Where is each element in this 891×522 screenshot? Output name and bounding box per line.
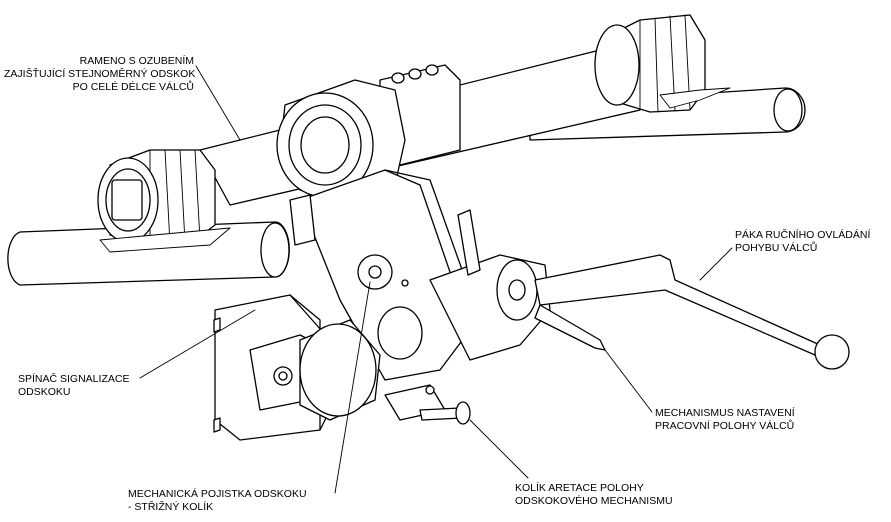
- label-paka-line2: POHYBU VÁLCŮ: [735, 242, 818, 254]
- label-pojistka-line2: - STŘIŽNÝ KOLÍK: [128, 501, 214, 513]
- label-paka-line1: PÁKA RUČNÍHO OVLÁDÁNÍ: [735, 229, 871, 241]
- label-pojistka-line1: MECHANICKÁ POJISTKA ODSKOKU: [128, 488, 307, 500]
- label-spinac-line2: ODSKOKU: [18, 386, 71, 398]
- adjust-rod: [534, 304, 606, 351]
- leader-lines: [139, 65, 733, 494]
- manual-lever: [534, 254, 850, 370]
- label-paka: PÁKA RUČNÍHO OVLÁDÁNÍ POHYBU VÁLCŮ: [735, 229, 870, 255]
- right-gear: [594, 14, 731, 113]
- label-rameno-line2: ZAJIŠŤUJÍCÍ STEJNOMĚRNÝ ODSKOK: [4, 68, 196, 80]
- lower-disc: [299, 319, 381, 421]
- label-kolik: KOLÍK ARETACE POLOHY ODSKOKOVÉHO MECHANI…: [515, 482, 673, 508]
- bearing-housing: [276, 79, 406, 201]
- left-gear: [97, 149, 231, 253]
- label-spinac: SPÍNAČ SIGNALIZACE ODSKOKU: [18, 373, 129, 399]
- label-rameno: RAMENO S OZUBENÍM ZAJIŠŤUJÍCÍ STEJNOMĚRN…: [4, 55, 196, 94]
- label-rameno-line1: RAMENO S OZUBENÍM: [79, 55, 194, 67]
- label-mechanismus-line2: PRACOVNÍ POLOHY VÁLCŮ: [655, 420, 795, 432]
- lock-pin: [384, 384, 471, 425]
- label-mechanismus-line1: MECHANISMUS NASTAVENÍ: [655, 407, 795, 419]
- label-kolik-line1: KOLÍK ARETACE POLOHY: [515, 482, 644, 494]
- label-rameno-line3: PO CELÉ DÉLCE VÁLCŮ: [72, 81, 194, 93]
- label-kolik-line2: ODSKOKOVÉHO MECHANISMU: [515, 495, 673, 507]
- right-clamp: [429, 209, 551, 361]
- main-plate: [289, 169, 481, 381]
- switch-block: [213, 294, 331, 441]
- label-pojistka: MECHANICKÁ POJISTKA ODSKOKU - STŘIŽNÝ KO…: [128, 488, 307, 514]
- label-spinac-line1: SPÍNAČ SIGNALIZACE: [18, 373, 130, 385]
- label-mechanismus: MECHANISMUS NASTAVENÍ PRACOVNÍ POLOHY VÁ…: [655, 407, 795, 433]
